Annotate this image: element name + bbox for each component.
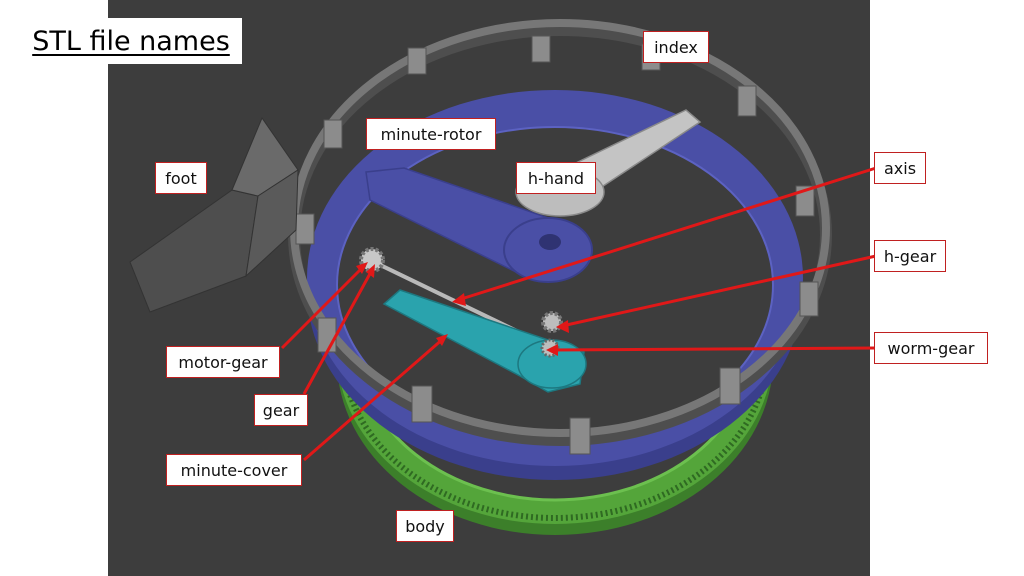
label-motor-gear: motor-gear [166,346,280,378]
callout-gear-arrow [366,264,375,278]
callout-motor-gear [280,264,366,350]
callout-motor-gear-arrow [356,262,368,274]
foot-part [129,116,299,313]
label-gear: gear [254,394,308,426]
h-gear-part [541,311,563,333]
callout-gear [302,269,374,395]
callout-axis-arrow [452,293,466,306]
callout-minute-cover [303,336,445,462]
callout-h-gear-arrow [556,320,569,333]
callout-axis [457,166,877,302]
label-foot: foot [155,162,207,194]
label-minute-cover: minute-cover [166,454,302,486]
label-worm-gear: worm-gear [874,332,988,364]
label-h-hand: h-hand [516,162,596,194]
label-axis: axis [874,152,926,184]
callout-worm-gear-arrow [546,344,558,356]
slide-title-text: STL file names [32,25,230,57]
label-body: body [396,510,454,542]
callout-h-gear [561,254,877,328]
callout-worm-gear [551,346,877,352]
callout-minute-cover-arrow [436,334,448,346]
label-minute-rotor: minute-rotor [366,118,496,150]
label-h-gear: h-gear [874,240,946,272]
minute-rotor-part [307,90,803,480]
label-index: index [643,31,709,63]
minute-cover-part [382,289,587,393]
slide-title: STL file names [20,18,242,64]
